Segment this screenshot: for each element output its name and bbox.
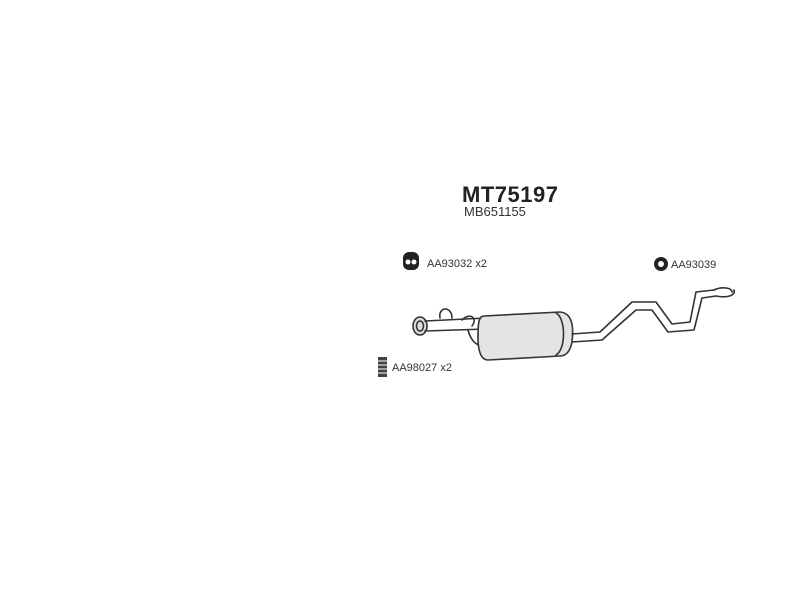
exhaust-pipe-assembly — [412, 287, 736, 361]
part-label-aa93039: AA93039 — [671, 259, 716, 271]
part-label-aa98027: AA98027 x2 — [392, 362, 452, 374]
spring-bolt-icon — [377, 357, 388, 377]
rubber-hanger-icon — [403, 252, 419, 270]
oem-reference: MB651155 — [464, 204, 526, 219]
part-number-title: MT75197 — [462, 182, 559, 207]
part-code: AA98027 — [392, 362, 438, 374]
part-label-aa93032: AA93032 x2 — [427, 258, 487, 270]
part-qty: x2 — [475, 258, 487, 270]
part-code: AA93032 — [427, 258, 473, 270]
part-qty: x2 — [440, 362, 452, 374]
part-code: AA93039 — [671, 259, 717, 271]
rubber-ring-icon — [654, 257, 668, 271]
